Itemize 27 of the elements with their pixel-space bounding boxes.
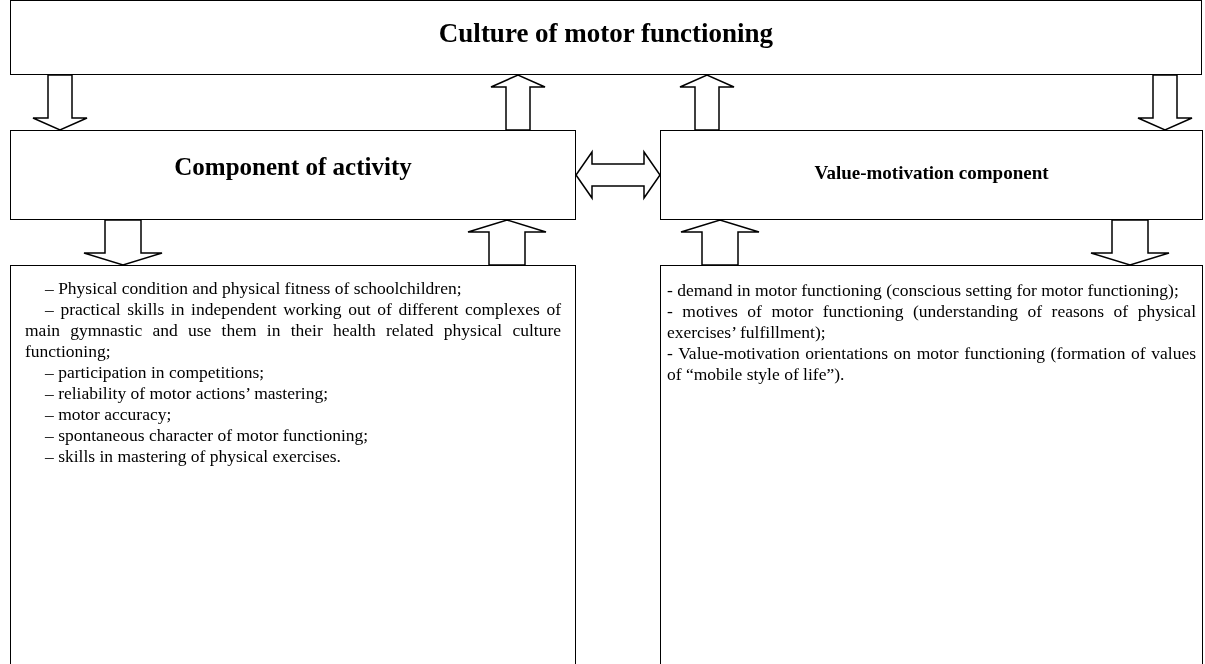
list-item: – skills in mastering of physical exercises. — [44, 446, 342, 467]
title-box — [10, 0, 1202, 75]
block-arrow — [575, 149, 661, 201]
list-item: – spontaneous character of motor functioning; — [44, 425, 370, 446]
list-box — [10, 265, 576, 664]
component-box — [660, 130, 1203, 220]
list-item: – motor accuracy; — [44, 404, 173, 425]
block-arrow — [1137, 74, 1193, 131]
list-item: – Physical condition and physical fitness of schoolchildren; — [44, 278, 463, 299]
list-item: – participation in competitions; — [44, 362, 266, 383]
block-arrow — [467, 219, 547, 266]
list-item: - motives of motor functioning (understanding of reasons of physical exercises’ fulfillment); — [667, 301, 1196, 343]
list-item: - demand in motor functioning (conscious setting for motor functioning); — [667, 280, 1180, 301]
list-item: – reliability of motor actions’ mastering; — [44, 383, 329, 404]
list-item: - Value-motivation orientations on motor functioning (formation of values of “mobile style of life”). — [667, 343, 1196, 385]
block-arrow — [32, 74, 88, 131]
block-arrow — [680, 219, 760, 266]
block-arrow — [1090, 219, 1170, 266]
component-box — [10, 130, 576, 220]
list-box — [660, 265, 1203, 664]
heading: Culture of motor functioning — [437, 18, 775, 49]
block-arrow — [679, 74, 735, 131]
block-arrow — [490, 74, 546, 131]
list-item: – practical skills in independent working out of different complexes of main gymnastic and use them in their health related physical culture functioning; — [25, 299, 561, 362]
heading: Value-motivation component — [813, 162, 1050, 184]
block-arrow — [83, 219, 163, 266]
heading: Component of activity — [173, 153, 413, 181]
